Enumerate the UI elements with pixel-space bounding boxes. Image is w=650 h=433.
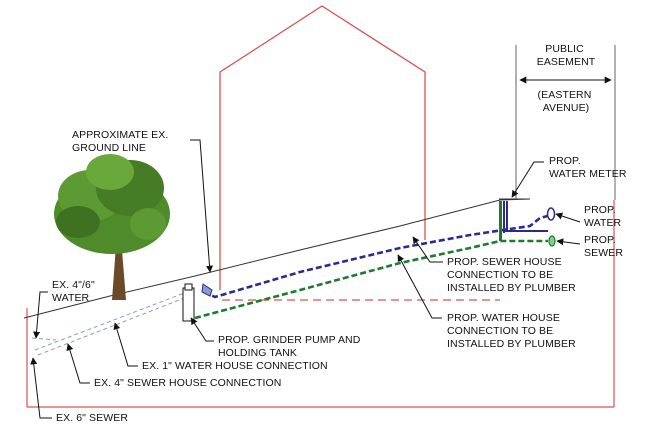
existing-water-house-connection (34, 291, 188, 351)
leader-ex-water-house (113, 322, 138, 367)
sewer-service-stub (548, 235, 556, 247)
leader-grinder-pump (190, 317, 214, 342)
eastern-avenue-label: (EASTERN AVENUE) (538, 89, 595, 114)
grinder-pump-label: PROP. GRINDER PUMP AND HOLDING TANK (218, 334, 363, 359)
leader-ex-water (33, 291, 48, 339)
house-outline (219, 5, 426, 290)
existing-water-house-label: EX. 1" WATER HOUSE CONNECTION (142, 360, 328, 372)
proposed-water-pipe (194, 239, 548, 320)
water-service-stub (546, 207, 556, 221)
existing-utilities (31, 291, 188, 356)
water-meter-label: PROP. WATER METER (549, 155, 627, 180)
leader-water-house (397, 254, 442, 319)
existing-sewer-label: EX. 6" SEWER (56, 412, 128, 424)
water-house-connection-label: PROP. WATER HOUSE CONNECTION TO BE INSTA… (447, 312, 576, 350)
leader-lines (30, 139, 581, 419)
public-easement-label: PUBLIC EASEMENT (537, 43, 596, 68)
proposed-sewer-pipe (203, 212, 556, 299)
existing-sewer-house-connection (37, 296, 188, 356)
ground-line-label: APPROXIMATE EX. GROUND LINE (72, 129, 171, 154)
leader-ground-line (190, 139, 214, 273)
leader-ex-sewer-house (66, 343, 90, 384)
sewer-cleanout-fitting (201, 283, 213, 297)
existing-water-label: EX. 4"/6" WATER (52, 279, 98, 304)
sewer-house-connection-label: PROP. SEWER HOUSE CONNECTION TO BE INSTA… (447, 256, 576, 294)
leader-prop-water (555, 212, 581, 223)
leader-sewer-house (412, 236, 443, 263)
diagram-labels: PUBLIC EASEMENT (EASTERN AVENUE) APPROXI… (52, 43, 627, 424)
water-meter-assembly (499, 198, 548, 241)
tree-illustration (54, 154, 170, 300)
leader-ex-sewer (30, 357, 52, 419)
existing-water-main (31, 337, 57, 341)
existing-sewer-house-label: EX. 4" SEWER HOUSE CONNECTION (94, 377, 282, 389)
leader-water-meter (511, 161, 544, 198)
prop-water-label: PROP. WATER (584, 204, 622, 229)
ground-line (23, 198, 531, 319)
easement-markers (515, 45, 616, 200)
prop-sewer-label: PROP. SEWER (584, 234, 623, 259)
property-boundary (26, 200, 615, 408)
grinder-pump-tank (182, 283, 195, 322)
leader-prop-sewer (556, 238, 581, 246)
